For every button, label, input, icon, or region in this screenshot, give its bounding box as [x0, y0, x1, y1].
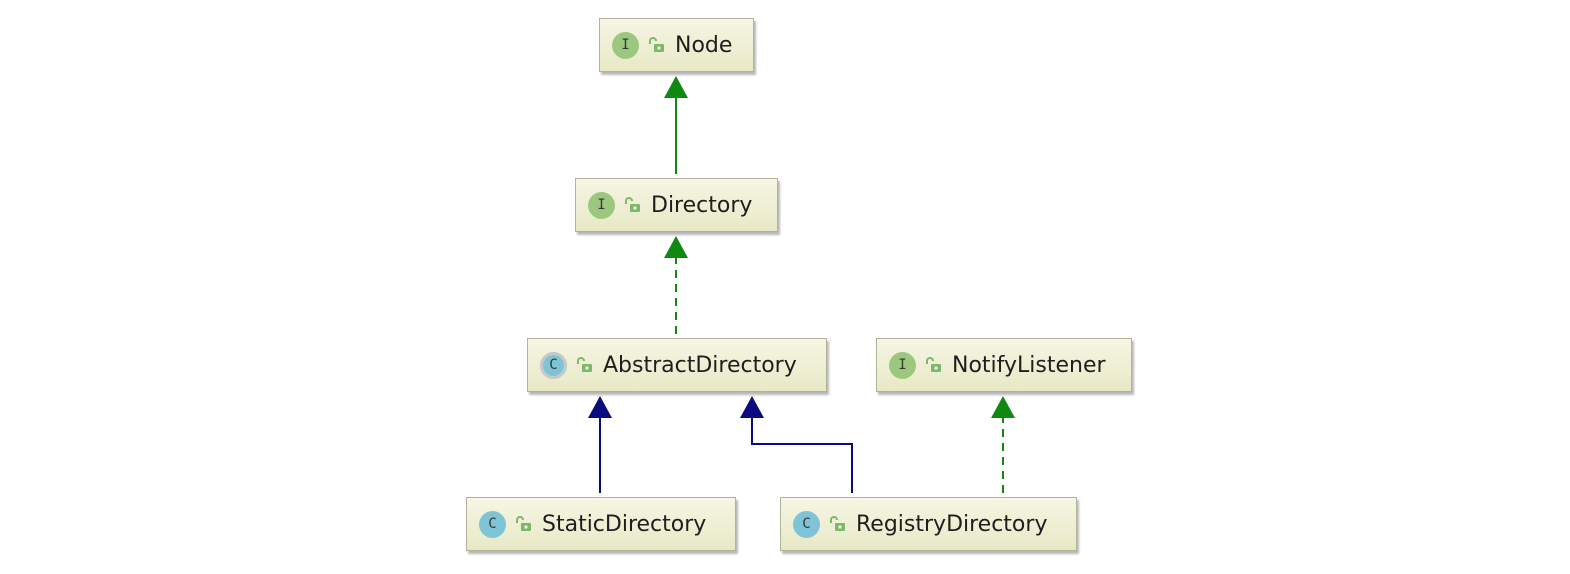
- class-name: StaticDirectory: [542, 511, 707, 537]
- interface-icon: I: [612, 31, 639, 59]
- edge-directory-extends-node: [664, 76, 688, 174]
- arrowhead-icon: [740, 396, 764, 418]
- public-access-icon: [574, 355, 594, 375]
- interface-icon: I: [889, 351, 916, 379]
- public-access-icon: [646, 35, 666, 55]
- class-node-abstractdirectory[interactable]: C AbstractDirectory: [527, 338, 827, 392]
- edge-abstractdirectory-implements-directory: [664, 236, 688, 334]
- class-name: AbstractDirectory: [603, 352, 797, 378]
- class-name: Node: [675, 32, 733, 58]
- class-node-notifylistener[interactable]: I NotifyListener: [876, 338, 1132, 392]
- class-node-node[interactable]: I Node: [599, 18, 754, 72]
- edge-staticdirectory-extends-abstractdirectory: [588, 396, 612, 493]
- class-name: Directory: [651, 192, 753, 218]
- interface-icon: I: [588, 191, 615, 219]
- class-node-directory[interactable]: I Directory: [575, 178, 778, 232]
- public-access-icon: [827, 514, 847, 534]
- class-icon: C: [479, 510, 506, 538]
- edge-registrydirectory-extends-abstractdirectory: [740, 396, 853, 493]
- class-name: RegistryDirectory: [856, 511, 1048, 537]
- class-node-registrydirectory[interactable]: C RegistryDirectory: [780, 497, 1077, 551]
- public-access-icon: [513, 514, 533, 534]
- public-access-icon: [923, 355, 943, 375]
- arrowhead-icon: [664, 76, 688, 98]
- abstract-class-icon: C: [540, 351, 567, 379]
- class-icon: C: [793, 510, 820, 538]
- class-name: NotifyListener: [952, 352, 1106, 378]
- edge-registrydirectory-implements-notifylistener: [991, 396, 1015, 493]
- arrowhead-icon: [588, 396, 612, 418]
- arrowhead-icon: [664, 236, 688, 258]
- public-access-icon: [622, 195, 642, 215]
- arrowhead-icon: [991, 396, 1015, 418]
- class-node-staticdirectory[interactable]: C StaticDirectory: [466, 497, 736, 551]
